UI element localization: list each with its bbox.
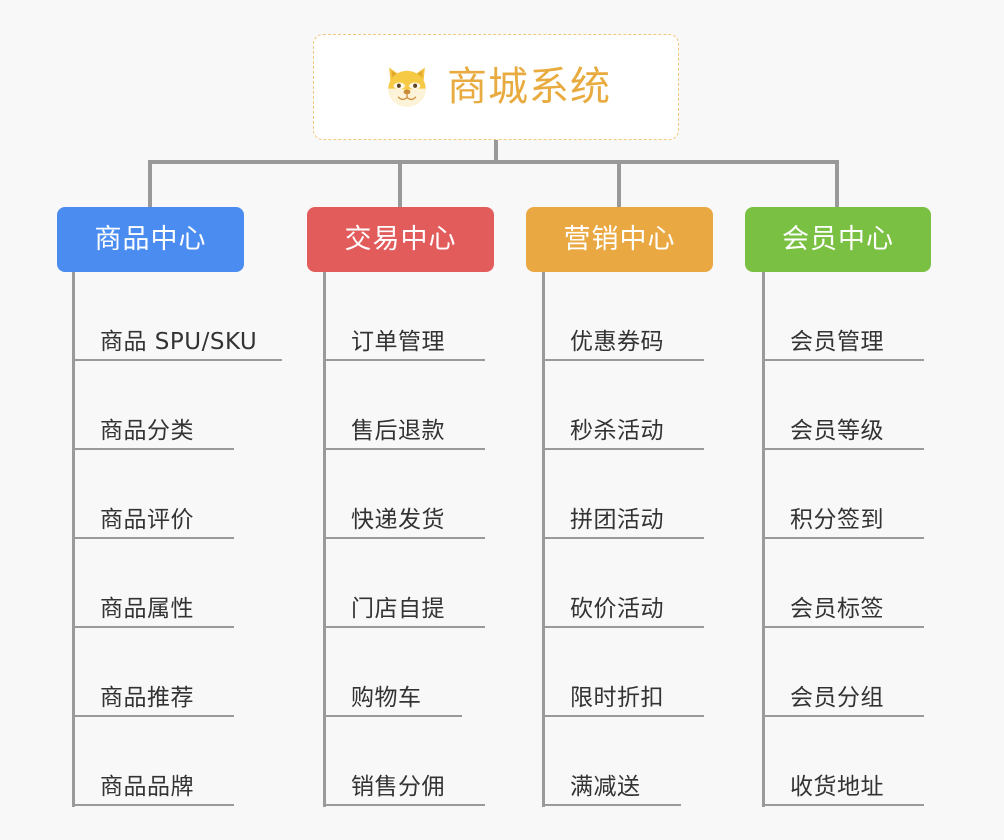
connector-root-stem xyxy=(494,140,498,162)
category-label: 会员中心 xyxy=(782,224,894,255)
category-box-trade-center[interactable]: 交易中心 xyxy=(307,207,494,272)
leaf-label: 快递发货 xyxy=(351,506,445,533)
branch-spine xyxy=(323,272,326,807)
leaf-item[interactable]: 会员分组 xyxy=(762,628,924,717)
leaf-item[interactable]: 商品属性 xyxy=(72,539,234,628)
leaf-item[interactable]: 会员标签 xyxy=(762,539,924,628)
category-box-marketing-center[interactable]: 营销中心 xyxy=(526,207,713,272)
root-node[interactable]: 商城系统 xyxy=(313,34,679,140)
category-box-product-center[interactable]: 商品中心 xyxy=(57,207,244,272)
connector-horizontal-bus xyxy=(148,160,838,164)
connector-drop-2 xyxy=(398,160,402,207)
leaf-item[interactable]: 拼团活动 xyxy=(542,450,704,539)
leaf-label: 商品推荐 xyxy=(100,684,194,711)
leaf-item[interactable]: 会员管理 xyxy=(762,272,924,361)
category-label: 交易中心 xyxy=(344,224,457,255)
leaf-label: 会员管理 xyxy=(790,328,884,355)
leaf-item[interactable]: 砍价活动 xyxy=(542,539,704,628)
leaf-item[interactable]: 秒杀活动 xyxy=(542,361,704,450)
leaf-item[interactable]: 售后退款 xyxy=(323,361,485,450)
leaf-item[interactable]: 商品分类 xyxy=(72,361,234,450)
leaf-label: 收货地址 xyxy=(790,773,884,800)
leaf-label: 拼团活动 xyxy=(570,506,664,533)
branch-spine xyxy=(72,272,75,807)
branch-product-center: 商品 SPU/SKU 商品分类 商品评价 商品属性 商品推荐 商品品牌 xyxy=(72,272,302,812)
leaf-item[interactable]: 门店自提 xyxy=(323,539,485,628)
branch-marketing-center: 优惠券码 秒杀活动 拼团活动 砍价活动 限时折扣 满减送 xyxy=(542,272,772,812)
leaf-label: 秒杀活动 xyxy=(570,417,664,444)
root-title: 商城系统 xyxy=(447,64,611,110)
category-label: 商品中心 xyxy=(94,224,207,255)
leaf-label: 限时折扣 xyxy=(570,684,664,711)
category-box-member-center[interactable]: 会员中心 xyxy=(745,207,931,272)
leaf-item[interactable]: 订单管理 xyxy=(323,272,485,361)
branch-member-center: 会员管理 会员等级 积分签到 会员标签 会员分组 收货地址 xyxy=(762,272,992,812)
connector-drop-1 xyxy=(148,160,152,207)
leaf-label: 门店自提 xyxy=(351,595,445,622)
leaf-label: 优惠券码 xyxy=(570,328,664,355)
leaf-label: 商品分类 xyxy=(100,417,194,444)
leaf-label: 砍价活动 xyxy=(570,595,664,622)
leaf-label: 售后退款 xyxy=(351,417,445,444)
leaf-item[interactable]: 快递发货 xyxy=(323,450,485,539)
leaf-label: 积分签到 xyxy=(790,506,884,533)
leaf-item[interactable]: 销售分佣 xyxy=(323,717,485,806)
leaf-item[interactable]: 商品品牌 xyxy=(72,717,234,806)
connector-drop-4 xyxy=(835,160,839,207)
shiba-dog-face-icon xyxy=(381,61,433,113)
leaf-label: 商品评价 xyxy=(100,506,194,533)
leaf-item[interactable]: 购物车 xyxy=(323,628,462,717)
leaf-label: 会员等级 xyxy=(790,417,884,444)
leaf-label: 商品品牌 xyxy=(100,773,194,800)
leaf-item[interactable]: 会员等级 xyxy=(762,361,924,450)
leaf-label: 商品 SPU/SKU xyxy=(100,328,258,355)
branch-spine xyxy=(542,272,545,807)
leaf-item[interactable]: 优惠券码 xyxy=(542,272,704,361)
leaf-item[interactable]: 商品 SPU/SKU xyxy=(72,272,282,361)
leaf-label: 购物车 xyxy=(351,684,422,711)
connector-drop-3 xyxy=(617,160,621,207)
leaf-item[interactable]: 积分签到 xyxy=(762,450,924,539)
leaf-label: 商品属性 xyxy=(100,595,194,622)
leaf-item[interactable]: 满减送 xyxy=(542,717,681,806)
leaf-label: 会员分组 xyxy=(790,684,884,711)
category-label: 营销中心 xyxy=(563,224,676,255)
leaf-label: 销售分佣 xyxy=(351,773,445,800)
branch-trade-center: 订单管理 售后退款 快递发货 门店自提 购物车 销售分佣 xyxy=(323,272,553,812)
leaf-item[interactable]: 商品评价 xyxy=(72,450,234,539)
leaf-item[interactable]: 商品推荐 xyxy=(72,628,234,717)
leaf-label: 订单管理 xyxy=(351,328,445,355)
leaf-item[interactable]: 收货地址 xyxy=(762,717,924,806)
branch-spine xyxy=(762,272,765,807)
leaf-item[interactable]: 限时折扣 xyxy=(542,628,704,717)
leaf-label: 满减送 xyxy=(570,773,641,800)
leaf-label: 会员标签 xyxy=(790,595,884,622)
